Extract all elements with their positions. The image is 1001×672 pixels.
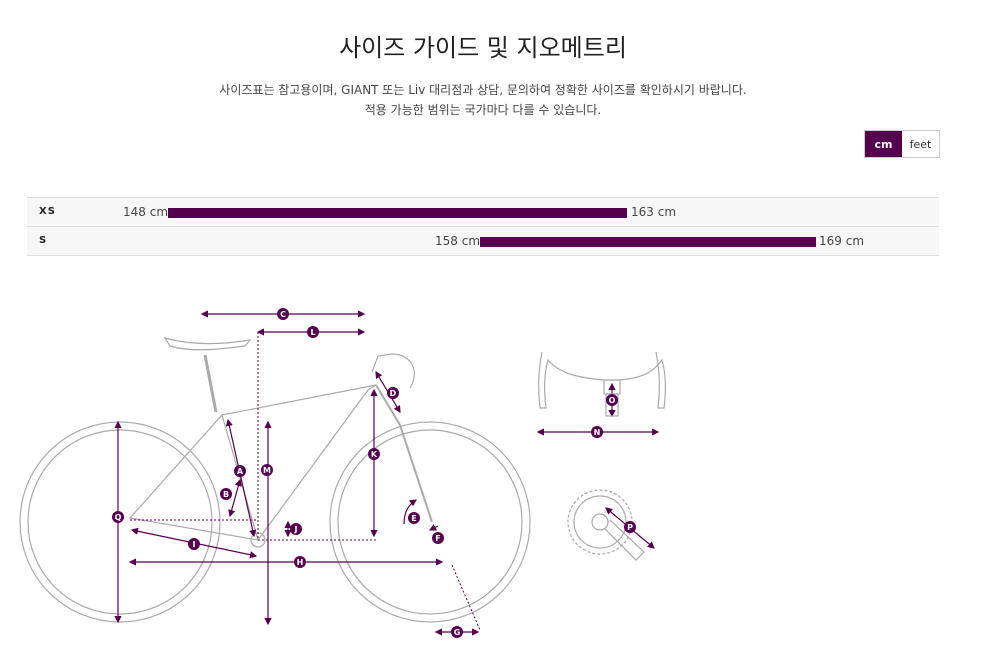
label-q-marker	[112, 511, 124, 523]
unit-feet-button[interactable]: feet	[902, 131, 939, 157]
unit-toggle: cm feet	[864, 130, 940, 158]
range-max: 169 cm	[819, 234, 865, 248]
label-l-marker	[307, 326, 319, 338]
label-k-marker	[368, 448, 380, 460]
range-min: 158 cm	[435, 234, 481, 248]
label-h-marker	[294, 556, 306, 568]
label-p: P	[627, 523, 633, 532]
label-l: L	[310, 328, 315, 337]
label-m-marker	[261, 464, 273, 476]
handlebar-top-view	[538, 351, 666, 417]
label-h: H	[297, 558, 304, 567]
label-j: J	[294, 525, 298, 534]
unit-cm-button[interactable]: cm	[865, 131, 902, 157]
label-f-marker	[432, 532, 444, 544]
label-g: G	[454, 628, 461, 637]
size-label: XS	[39, 206, 56, 217]
label-k: K	[371, 450, 378, 459]
fork	[375, 384, 433, 523]
label-c-marker	[277, 308, 289, 320]
label-m: M	[263, 466, 271, 475]
handlebar	[371, 353, 415, 389]
label-n-marker	[591, 426, 603, 438]
label-j-marker	[290, 523, 302, 535]
label-o: O	[609, 396, 616, 405]
label-o-marker	[606, 394, 618, 406]
label-f: F	[435, 534, 440, 543]
label-b: B	[223, 490, 229, 499]
page-title: 사이즈 가이드 및 지오메트리	[339, 34, 627, 62]
description-line-2: 적용 가능한 범위는 국가마다 다를 수 있습니다.	[364, 103, 602, 117]
saddle	[163, 337, 252, 351]
dim-b-line	[228, 478, 242, 518]
dim-a-line	[225, 418, 257, 538]
front-wheel-inner	[337, 429, 523, 615]
label-n: N	[594, 428, 601, 437]
label-d: D	[390, 389, 397, 398]
label-d-marker	[387, 387, 399, 399]
range-bar	[168, 208, 627, 218]
rear-triangle	[128, 413, 259, 541]
geometry-diagram: C L D A B M K J I H Q E F G N O P	[19, 308, 666, 638]
size-label: S	[39, 235, 48, 246]
range-max: 163 cm	[631, 205, 677, 219]
label-q: Q	[115, 513, 122, 522]
range-min: 148 cm	[123, 205, 169, 219]
label-i: I	[193, 540, 196, 549]
label-b-marker	[220, 488, 232, 500]
description-line-1: 사이즈표는 참고용이며, GIANT 또는 Liv 대리점과 상담, 문의하여 …	[219, 83, 747, 97]
size-row-s: S 158 cm 169 cm	[27, 226, 939, 256]
label-p-marker	[624, 521, 636, 533]
label-g-marker	[451, 626, 463, 638]
main-triangle	[221, 384, 377, 541]
label-e: E	[411, 514, 416, 523]
size-chart: XS 148 cm 163 cm S 158 cm 169 cm	[27, 197, 939, 256]
page-description: 사이즈표는 참고용이며, GIANT 또는 Liv 대리점과 상담, 문의하여 …	[0, 80, 966, 120]
range-bar	[480, 237, 816, 247]
seat-post	[203, 354, 218, 413]
label-c: C	[280, 310, 286, 319]
bike-outline	[19, 337, 531, 623]
size-row-xs: XS 148 cm 163 cm	[27, 197, 939, 226]
label-e-marker	[408, 512, 420, 524]
label-i-marker	[188, 538, 200, 550]
front-wheel	[329, 421, 531, 623]
label-a: A	[237, 467, 244, 476]
label-a-marker	[234, 465, 246, 477]
